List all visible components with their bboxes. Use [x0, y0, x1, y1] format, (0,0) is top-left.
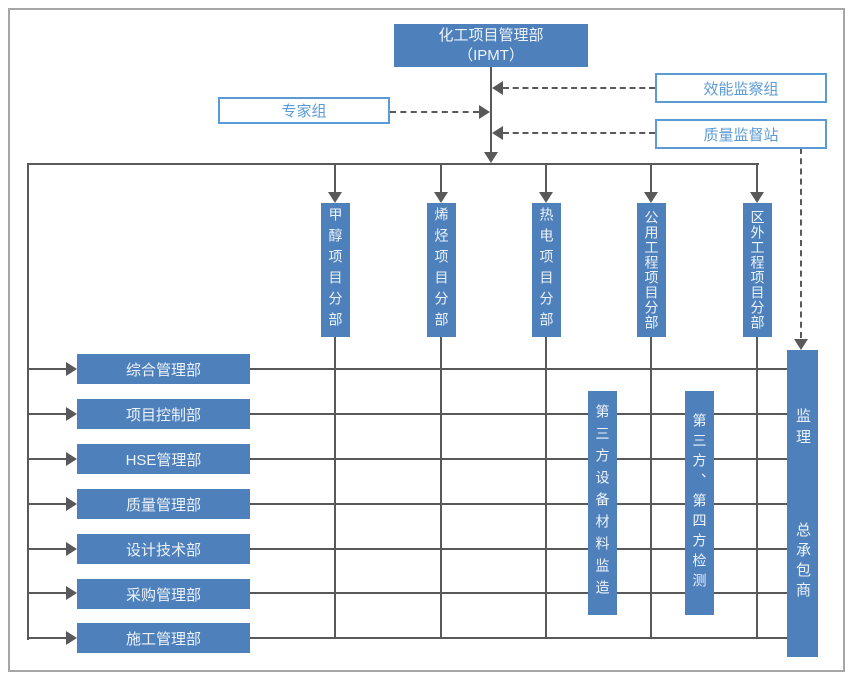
connector-division-stem-5 — [756, 337, 758, 639]
dashed-supervision-drop — [800, 148, 802, 338]
connector-left-vertical — [27, 163, 29, 640]
dept-box-hse-management: HSE管理部 — [77, 444, 250, 474]
connector-dept-stub-1 — [27, 368, 67, 370]
connector-dept-rail-3 — [250, 458, 787, 460]
expert-group-label: 专家组 — [281, 103, 327, 120]
arrow-down-icon — [794, 339, 808, 350]
arrow-down-icon — [539, 192, 553, 203]
dept-box-design-technology: 设计技术部 — [77, 534, 250, 564]
ipmt-title-line2: （IPMT） — [458, 46, 524, 64]
division-box-thermal-power: 热电项目分部 — [532, 203, 561, 337]
connector-dept-stub-3 — [27, 458, 67, 460]
ipmt-box: 化工项目管理部 （IPMT） — [394, 24, 588, 67]
supervision-label: 监理 — [794, 408, 811, 450]
arrow-down-icon — [434, 192, 448, 203]
arrow-right-icon — [66, 452, 77, 466]
dept-box-quality-management: 质量管理部 — [77, 489, 250, 519]
ipmt-title-line1: 化工项目管理部 — [438, 26, 544, 44]
connector-dept-stub-5 — [27, 548, 67, 550]
connector-division-stem-3 — [545, 337, 547, 639]
quality-supervision-box: 质量监督站 — [655, 119, 827, 149]
arrow-left-icon — [492, 126, 503, 140]
arrow-down-icon — [644, 192, 658, 203]
arrow-right-icon — [66, 362, 77, 376]
arrow-right-icon — [66, 497, 77, 511]
connector-division-drop-2 — [440, 165, 442, 192]
dept-label: 综合管理部 — [125, 361, 201, 379]
arrow-right-icon — [66, 586, 77, 600]
arrow-left-icon — [492, 81, 503, 95]
connector-division-stem-4 — [650, 337, 652, 639]
connector-dept-rail-5 — [250, 548, 787, 550]
dept-label: 设计技术部 — [125, 541, 201, 559]
third-party-label: 第三方设备材料监造 — [594, 404, 611, 602]
division-box-offsite-works: 区外工程项目分部 — [743, 203, 772, 337]
chart-frame-border — [8, 8, 845, 672]
arrow-right-icon — [66, 407, 77, 421]
dept-label: HSE管理部 — [125, 451, 202, 469]
arrow-right-icon — [66, 631, 77, 645]
dept-box-general-management: 综合管理部 — [77, 354, 250, 384]
division-label: 区外工程项目分部 — [749, 210, 766, 330]
division-box-olefin: 烯烃项目分部 — [427, 203, 456, 337]
efficiency-inspection-box: 效能监察组 — [655, 73, 827, 103]
connector-division-drop-1 — [334, 165, 336, 192]
dashed-efficiency-link — [503, 87, 655, 89]
dept-label: 质量管理部 — [125, 496, 201, 514]
connector-dept-rail-6 — [250, 592, 787, 594]
connector-division-stem-2 — [440, 337, 442, 639]
dept-box-construction-management: 施工管理部 — [77, 623, 250, 653]
division-box-utility-works: 公用工程项目分部 — [637, 203, 666, 337]
connector-dept-stub-2 — [27, 413, 67, 415]
connector-division-drop-5 — [756, 165, 758, 192]
third-party-equipment-supervision-box: 第三方设备材料监造 — [588, 391, 617, 615]
arrow-down-icon — [750, 192, 764, 203]
connector-division-drop-4 — [650, 165, 652, 192]
dept-label: 采购管理部 — [125, 586, 201, 604]
dashed-quality-link — [503, 132, 655, 134]
dashed-expert-group-link — [390, 111, 479, 113]
expert-group-box: 专家组 — [218, 97, 390, 124]
efficiency-inspection-label: 效能监察组 — [703, 80, 779, 98]
division-box-methanol: 甲醇项目分部 — [321, 203, 350, 337]
division-label: 甲醇项目分部 — [327, 207, 344, 333]
third-party-label: 第三方、第四方检测 — [691, 413, 708, 593]
division-label: 公用工程项目分部 — [643, 210, 660, 330]
dept-label: 施工管理部 — [125, 630, 201, 648]
dept-box-project-control: 项目控制部 — [77, 399, 250, 429]
quality-supervision-label: 质量监督站 — [703, 126, 779, 144]
third-fourth-party-inspection-box: 第三方、第四方检测 — [685, 391, 714, 615]
connector-dept-rail-4 — [250, 503, 787, 505]
connector-division-stem-1 — [334, 337, 336, 639]
dept-box-procurement-management: 采购管理部 — [77, 579, 250, 609]
arrow-down-icon — [328, 192, 342, 203]
connector-dept-rail-2 — [250, 413, 787, 415]
connector-dept-stub-7 — [27, 637, 67, 639]
arrow-right-icon — [66, 542, 77, 556]
connector-dept-stub-6 — [27, 592, 67, 594]
connector-division-drop-3 — [545, 165, 547, 192]
connector-dept-rail-1 — [250, 368, 787, 370]
division-label: 热电项目分部 — [538, 207, 555, 333]
arrow-down-icon — [484, 152, 498, 163]
connector-dept-stub-4 — [27, 503, 67, 505]
connector-main-horizontal — [27, 163, 759, 165]
dept-label: 项目控制部 — [125, 406, 201, 424]
connector-dept-rail-7 — [250, 637, 787, 639]
connector-ipmt-drop — [490, 67, 492, 157]
general-contractor-label: 总承包商 — [794, 522, 811, 602]
division-label: 烯烃项目分部 — [433, 207, 450, 333]
supervision-contractor-box: 监理 总承包商 — [787, 350, 818, 657]
arrow-right-icon — [479, 105, 490, 119]
